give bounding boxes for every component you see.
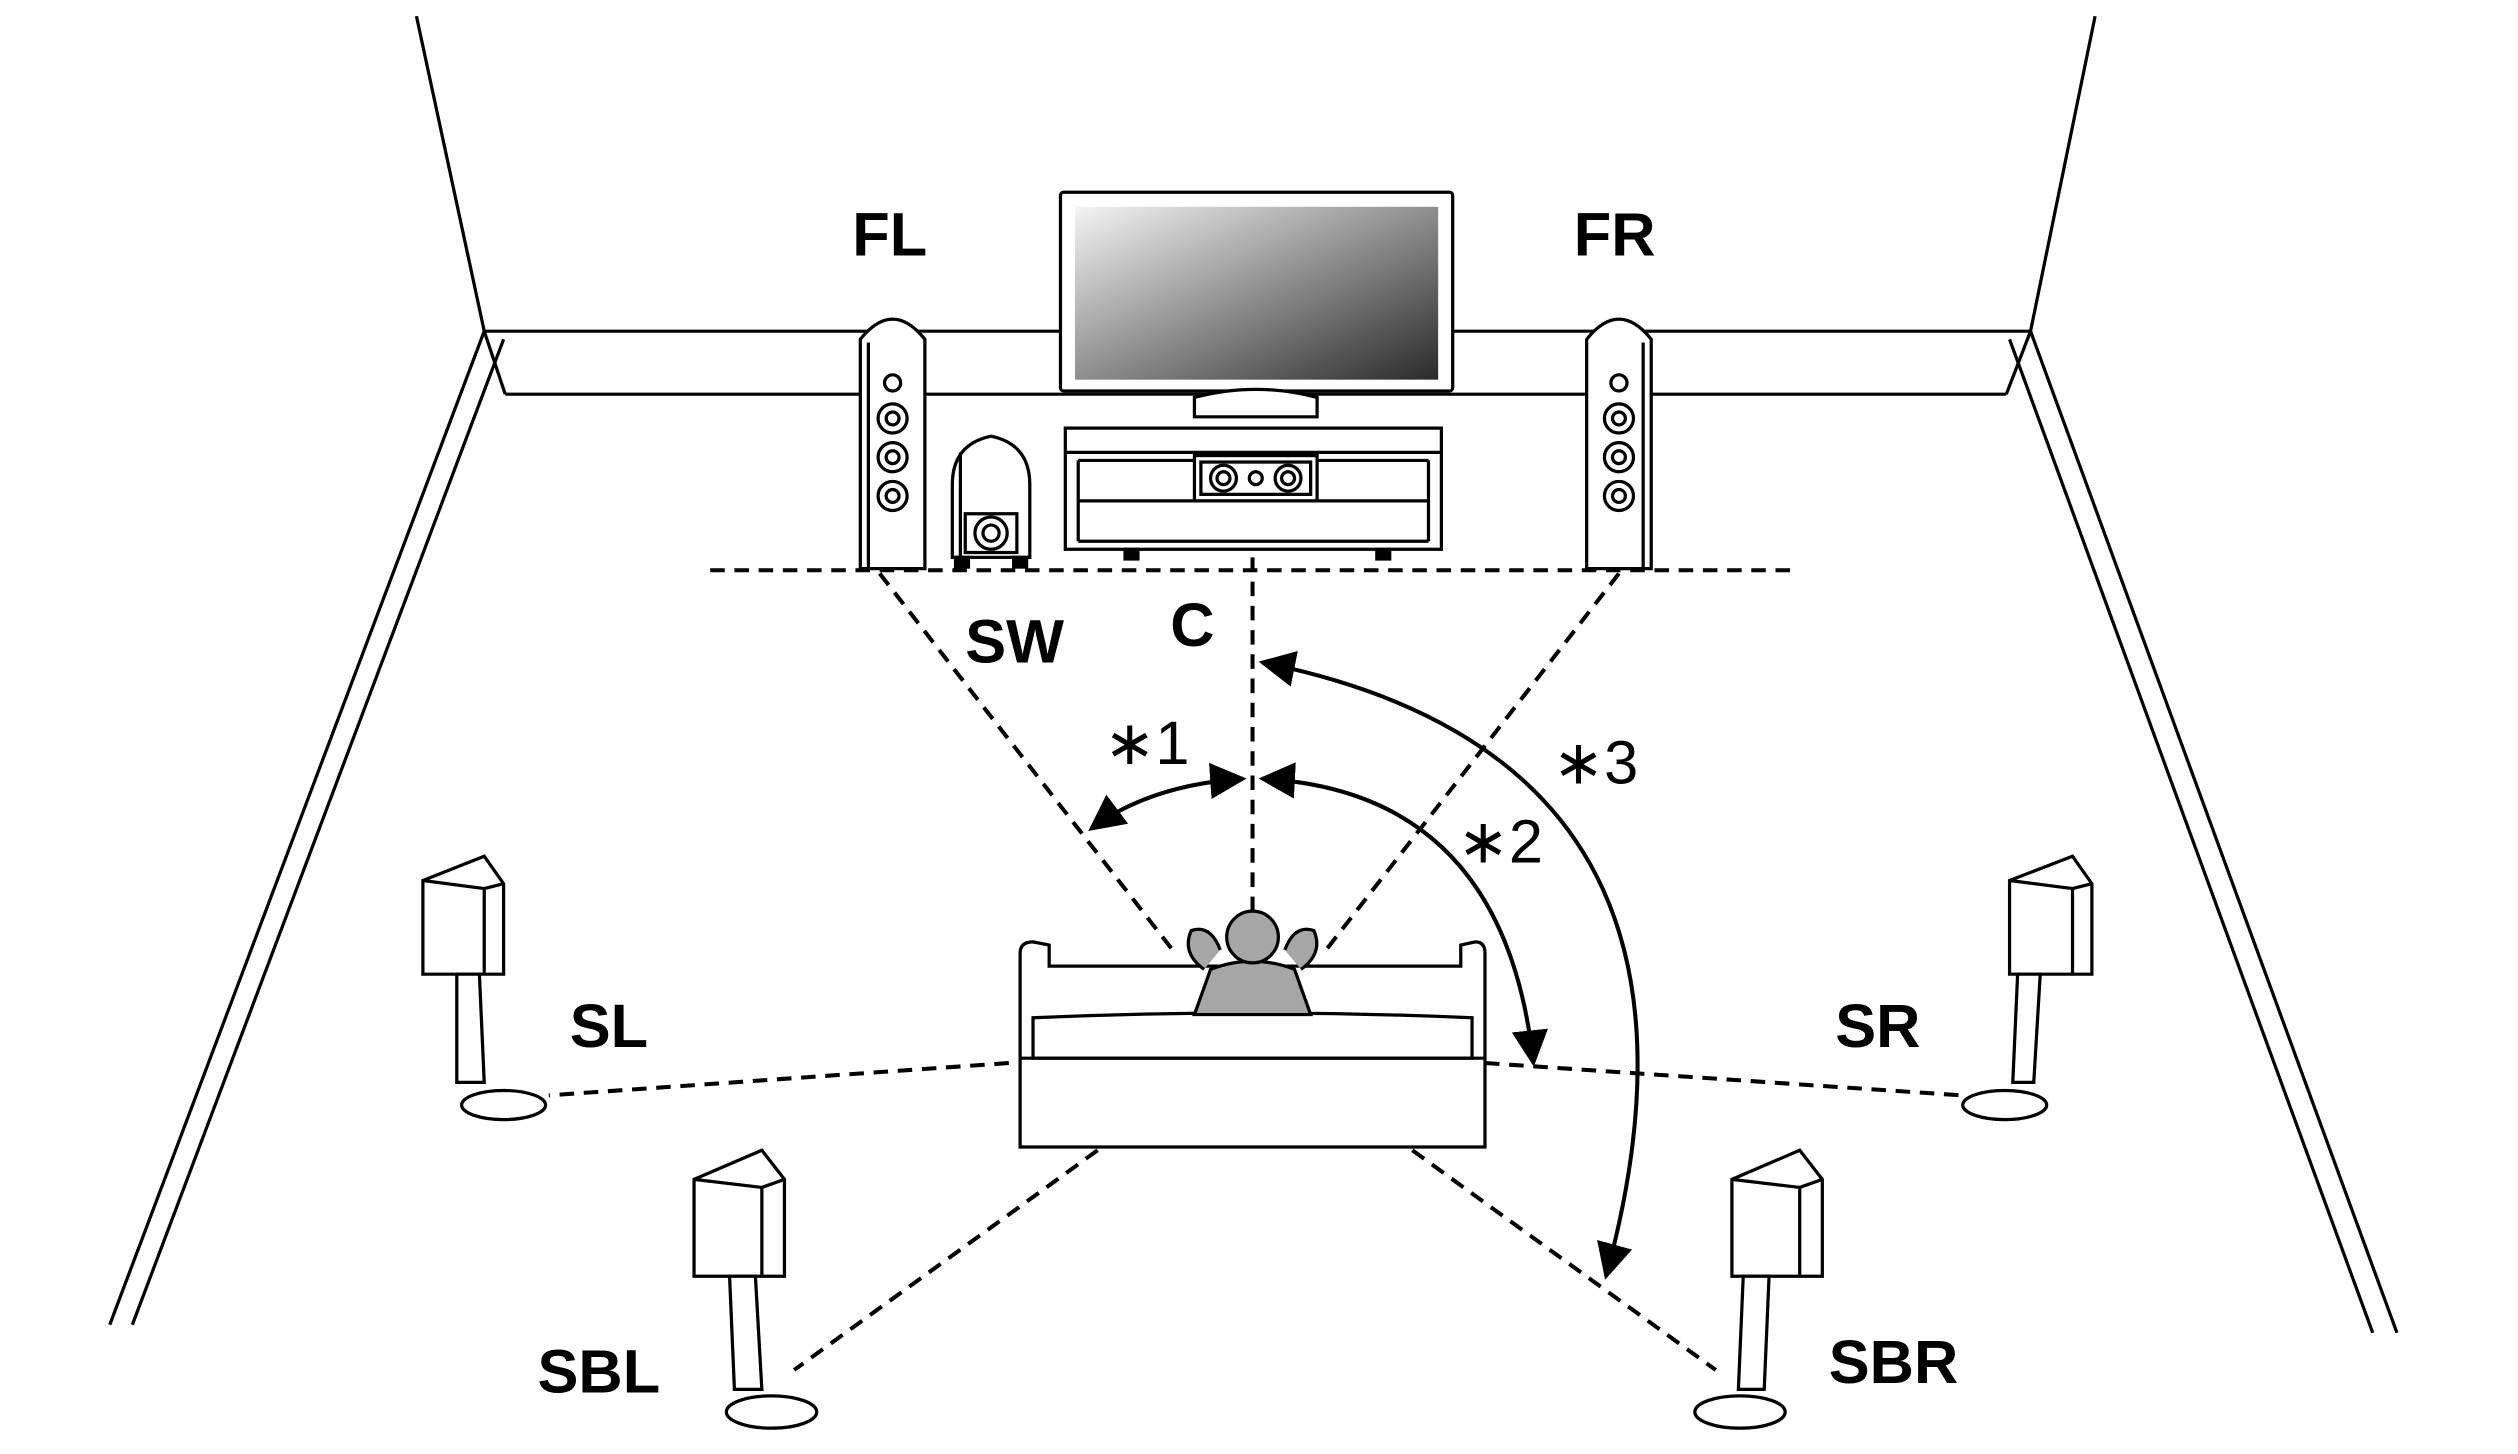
surround-left-speaker bbox=[421, 854, 548, 1122]
front-right-speaker bbox=[1585, 317, 1653, 571]
center-speaker bbox=[1192, 453, 1319, 503]
label-subwoofer: SW bbox=[965, 607, 1064, 676]
label-surround-left: SL bbox=[570, 992, 648, 1061]
label-center: C bbox=[1170, 591, 1214, 660]
angle-note-1: ∗1 bbox=[1104, 709, 1190, 778]
tv-set bbox=[1058, 190, 1455, 561]
angle-note-2: ∗2 bbox=[1458, 808, 1544, 877]
listener bbox=[1186, 909, 1319, 1017]
subwoofer-speaker bbox=[950, 434, 1032, 569]
sofa bbox=[1018, 940, 1487, 1149]
surround-back-right-speaker bbox=[1693, 1148, 1824, 1430]
tv-screen bbox=[1074, 206, 1439, 380]
front-left-speaker bbox=[858, 317, 927, 571]
tv-base bbox=[1192, 387, 1319, 419]
label-surround-right: SR bbox=[1835, 992, 1920, 1061]
angle-arrows bbox=[1088, 650, 1640, 1280]
angle-arc-3 bbox=[1258, 650, 1640, 1280]
surround-right-speaker bbox=[1961, 854, 2094, 1122]
angle-note-3: ∗3 bbox=[1553, 729, 1639, 798]
label-front-right: FR bbox=[1574, 200, 1656, 269]
surround-back-left-speaker bbox=[692, 1148, 819, 1430]
label-front-left: FL bbox=[852, 200, 927, 269]
label-surround-back-left: SBL bbox=[537, 1338, 660, 1407]
angle-arc-1 bbox=[1088, 762, 1247, 831]
label-surround-back-right: SBR bbox=[1829, 1328, 1959, 1397]
